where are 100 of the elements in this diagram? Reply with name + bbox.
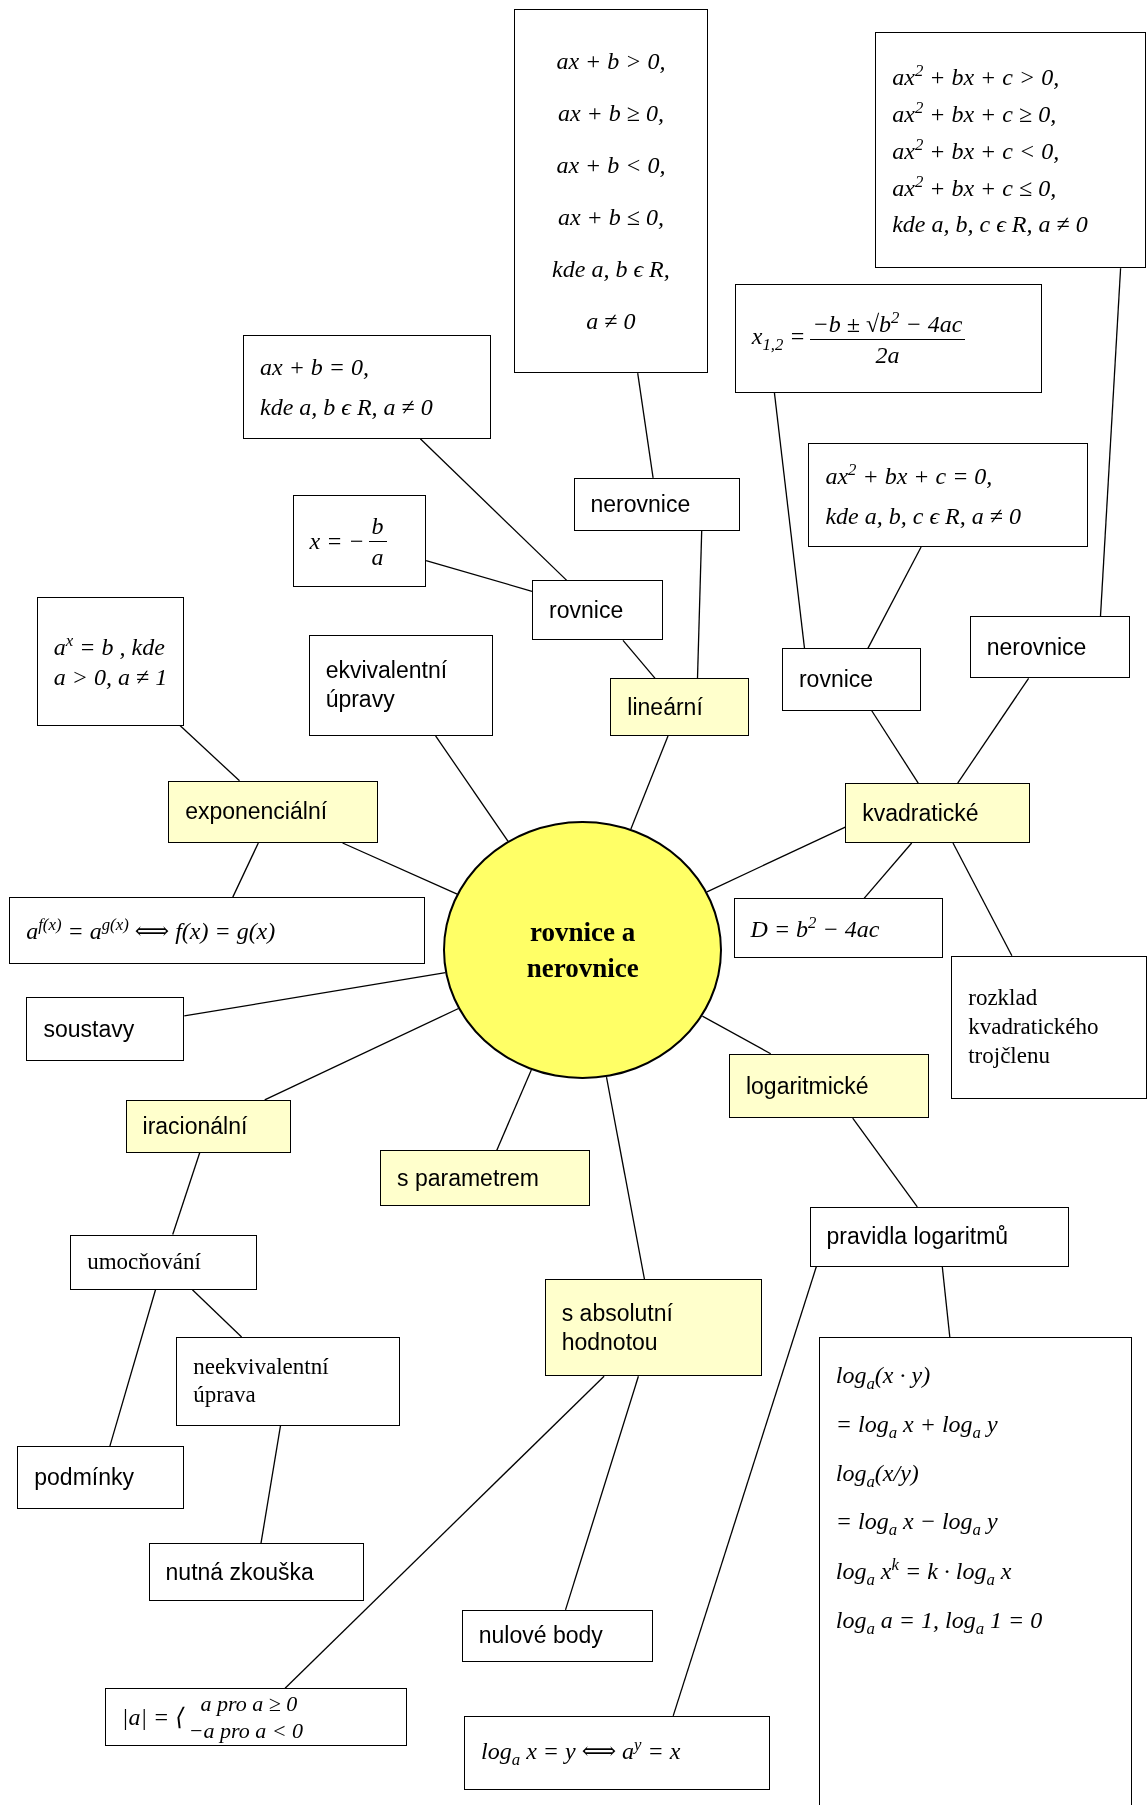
formula: kde a, b ϵ R, a ≠ 0: [260, 392, 434, 422]
connector-line: [109, 1289, 157, 1448]
topic-label: neekvivalentní úprava: [193, 1352, 330, 1410]
formula: ax$^{2}$ + bx + c > 0,: [892, 61, 1061, 93]
formula: a ≠ 0: [586, 307, 636, 337]
topic-label: logaritmické: [745, 1071, 870, 1101]
concept-box: [70, 1234, 257, 1290]
formula: a$^{f(x)}$ = a$^{g(x)}$ ⟺ f(x) = g(x): [26, 915, 277, 946]
formula-box: [818, 1337, 1132, 1805]
formula: b: [368, 510, 387, 542]
formula: ax + b < 0,: [556, 151, 666, 181]
topic-label: kvadratické: [862, 798, 980, 828]
concept-box: [969, 616, 1130, 679]
formula: kde a, b, c ϵ R, a ≠ 0: [892, 210, 1089, 240]
connector-line: [672, 1266, 817, 1717]
connector-line: [260, 1425, 282, 1544]
connector-line: [706, 826, 846, 893]
connector-line: [957, 677, 1030, 784]
formula: D = b$^{2}$ − 4ac: [750, 912, 881, 944]
topic-label: rovnice a nerovnice: [525, 915, 640, 986]
concept-box: [809, 1206, 1069, 1267]
connector-line: [941, 1266, 951, 1338]
topic-label: exponenciální: [185, 797, 329, 827]
formula: −a pro a < 0: [188, 1717, 303, 1745]
connector-line: [863, 842, 913, 899]
connector-line: [172, 1152, 201, 1236]
connector-line: [284, 1375, 605, 1689]
formula: a$^{x}$ = b , kde a > 0, a ≠ 1: [53, 630, 168, 692]
formula: ax + b = 0,: [260, 352, 371, 382]
formula: log$_{a}$ a = 1, log$_{a}$ 1 = 0: [835, 1605, 1044, 1640]
connector-line: [191, 1289, 243, 1338]
formula-box: [733, 898, 944, 959]
concept-box: [148, 1543, 364, 1601]
topic-label: umocňování: [87, 1247, 202, 1276]
topic-label: nerovnice: [986, 632, 1088, 662]
connector-line: [434, 735, 509, 842]
formula: kde a, b, c ϵ R, a ≠ 0: [825, 501, 1022, 531]
connector-line: [425, 559, 533, 592]
formula-box: [464, 1715, 771, 1790]
connector-line: [1099, 267, 1122, 617]
connector-line: [630, 735, 669, 830]
formula: ax$^{2}$ + bx + c ≤ 0,: [892, 172, 1058, 204]
formula: |a| = ⟨: [121, 1703, 185, 1733]
formula: ax + b ≥ 0,: [557, 99, 664, 129]
connector-line: [867, 546, 922, 650]
formula-box: [513, 9, 709, 374]
formula: −b ± √b$^{2}$ − 4ac: [809, 307, 966, 340]
formula: log$_{a}$ x$^{k}$ = k · log$_{a}$ x: [835, 1555, 1013, 1591]
topic-label: iracionální: [142, 1111, 249, 1141]
formula: log$_{a}$(x/y): [835, 1458, 920, 1493]
category-box: [728, 1053, 930, 1119]
connector-line: [264, 1007, 460, 1101]
concept-box: [308, 634, 493, 736]
concept-box: [461, 1609, 653, 1662]
connector-line: [773, 392, 806, 650]
connector-line: [622, 639, 656, 679]
formula: x$_{1,2}$ =: [751, 322, 806, 356]
formula: = log$_{a}$ x − log$_{a}$ y: [835, 1507, 999, 1542]
connector-line: [232, 842, 259, 898]
formula: a: [371, 542, 384, 572]
category-box: [544, 1279, 763, 1377]
topic-label: rozklad kvadratického trojčlenu: [968, 984, 1100, 1070]
topic-label: lineární: [627, 692, 704, 722]
formula: ax$^{2}$ + bx + c = 0,: [825, 459, 994, 491]
connector-line: [637, 372, 654, 479]
formula: ax + b > 0,: [556, 47, 666, 77]
concept-box: [532, 580, 664, 641]
category-box: [845, 783, 1030, 843]
concept-box: [781, 648, 922, 711]
formula: kde a, b ϵ R,: [552, 255, 670, 285]
formula: x = −: [309, 527, 365, 557]
topic-label: podmínky: [34, 1463, 135, 1492]
formula-box: [875, 32, 1146, 269]
formula: ax + b ≤ 0,: [557, 203, 664, 233]
formula-box: [104, 1688, 407, 1746]
topic-label: rovnice: [549, 595, 625, 625]
connector-line: [605, 1076, 646, 1281]
concept-box: [951, 955, 1147, 1099]
category-box: [125, 1099, 292, 1153]
connector-line: [179, 724, 241, 782]
formula: a pro a ≥ 0: [199, 1689, 298, 1718]
formula-box: [36, 596, 185, 726]
category-box: [380, 1150, 590, 1206]
category-box: [168, 780, 378, 843]
formula: = log$_{a}$ x + log$_{a}$ y: [835, 1409, 999, 1444]
concept-box: [176, 1337, 400, 1426]
concept-box: [17, 1446, 185, 1509]
concept-box: [26, 997, 185, 1061]
connector-line: [852, 1117, 918, 1208]
topic-label: ekvivalentní úpravy: [325, 656, 449, 714]
formula-box: [292, 495, 427, 588]
category-box: [610, 678, 749, 736]
connector-line: [341, 842, 458, 895]
concept-box: [573, 477, 741, 531]
formula-box: [808, 443, 1089, 547]
connector-line: [952, 842, 1013, 957]
topic-label: nerovnice: [590, 490, 692, 519]
topic-label: s absolutní hodnotou: [561, 1299, 674, 1357]
formula-box: [243, 335, 491, 439]
connector-line: [564, 1375, 640, 1611]
